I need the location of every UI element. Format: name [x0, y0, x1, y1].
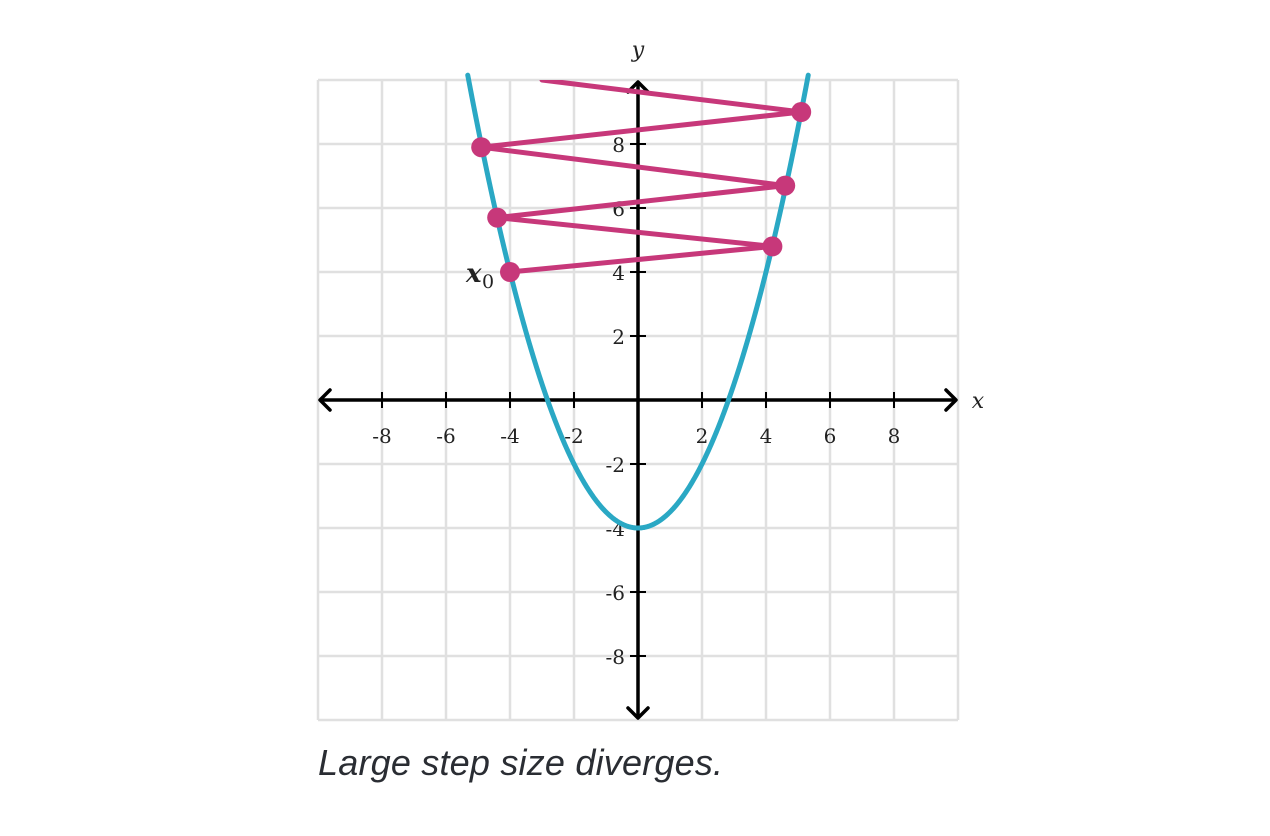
x-tick-label: 4 — [760, 424, 773, 448]
y-tick-label: 8 — [612, 133, 625, 157]
iteration-segment — [478, 109, 804, 150]
iteration-segment — [539, 80, 804, 115]
y-axis-bottom-arrow — [626, 706, 650, 720]
start-point-label-subscript: 0 — [482, 271, 494, 293]
y-tick-label: 4 — [612, 261, 625, 285]
x-tick-label: 2 — [696, 424, 709, 448]
points-layer — [471, 102, 812, 282]
iterate-point — [500, 262, 520, 282]
x-axis-right-arrow — [944, 388, 958, 412]
y-tick-label: -2 — [606, 453, 625, 477]
start-point-label: x — [465, 259, 482, 289]
iteration-path — [478, 80, 804, 275]
x-tick-label: -8 — [372, 424, 391, 448]
iteration-segment — [478, 144, 788, 189]
path-layer — [478, 80, 804, 275]
y-tick-label: -8 — [606, 645, 625, 669]
iterate-point — [791, 102, 812, 122]
x-tick-label: 6 — [824, 424, 837, 448]
y-tick-label: 2 — [612, 325, 625, 349]
x-tick-label: -2 — [564, 424, 583, 448]
iterate-point — [471, 137, 492, 158]
parabola-curve — [465, 72, 811, 531]
iteration-segment — [507, 243, 775, 275]
x-tick-label: -4 — [500, 424, 519, 448]
x-tick-label: 8 — [888, 424, 901, 448]
x-axis-left-arrow — [318, 388, 332, 412]
x-tick-label: -6 — [436, 424, 455, 448]
y-axis-label: y — [631, 38, 645, 63]
figure-caption: Large step size diverges. — [318, 742, 724, 783]
y-tick-label: -6 — [606, 581, 625, 605]
iterate-point — [775, 175, 796, 196]
iteration-segment — [494, 183, 788, 221]
curve-layer — [465, 72, 811, 531]
x-axis-label: x — [972, 389, 985, 414]
y-tick-label: 6 — [612, 197, 625, 221]
iterate-point — [762, 236, 783, 257]
iterate-point — [487, 207, 508, 228]
iteration-segment — [494, 215, 775, 249]
